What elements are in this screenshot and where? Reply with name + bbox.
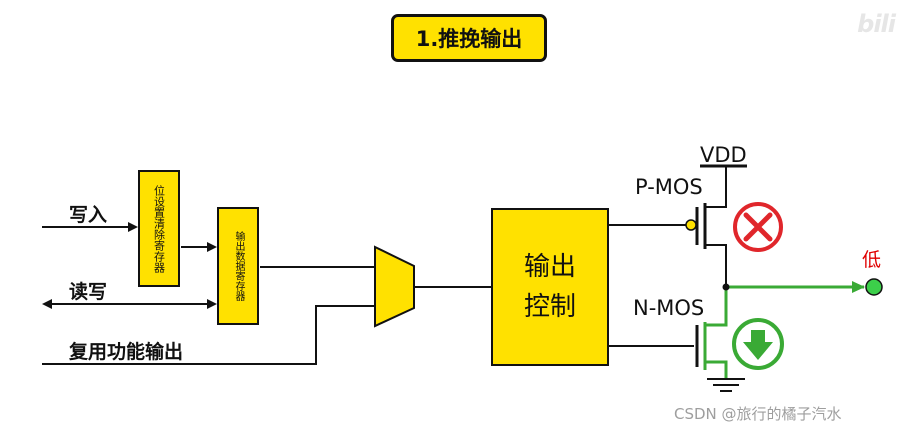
alt-function-line (42, 305, 375, 365)
write-label: 写入 (69, 204, 108, 226)
pmos-label: P-MOS (635, 175, 703, 199)
output-data-register: 输出数据寄存器 (217, 207, 259, 325)
output-low-label: 低 (862, 249, 882, 271)
output-control-block: 输出 控制 (491, 208, 609, 366)
pmos-source-to-vdd (705, 167, 727, 208)
nmos-current-path (703, 285, 860, 378)
nmos-label: N-MOS (633, 296, 705, 320)
output-pin (865, 278, 883, 296)
vdd-label: VDD (700, 143, 747, 167)
pmos-gate-bubble (685, 219, 697, 231)
bilibili-watermark: bili (857, 10, 896, 38)
read-write-label: 读写 (69, 281, 108, 303)
csdn-credit: CSDN @旅行的橘子汽水 (674, 405, 842, 423)
pmos-off-icon (733, 202, 783, 252)
output-control-line1: 输出 (523, 251, 576, 282)
output-node-dot (722, 283, 730, 291)
diagram-title: 1.推挽输出 (391, 14, 547, 62)
output-control-line2: 控制 (523, 292, 576, 322)
output-multiplexer (374, 245, 415, 328)
pmos-drain (705, 244, 727, 285)
nmos-current-down-icon (732, 318, 784, 370)
bit-set-reset-register: 位设置清除寄存器 (138, 170, 180, 287)
alt-function-output-label: 复用功能输出 (69, 341, 184, 363)
